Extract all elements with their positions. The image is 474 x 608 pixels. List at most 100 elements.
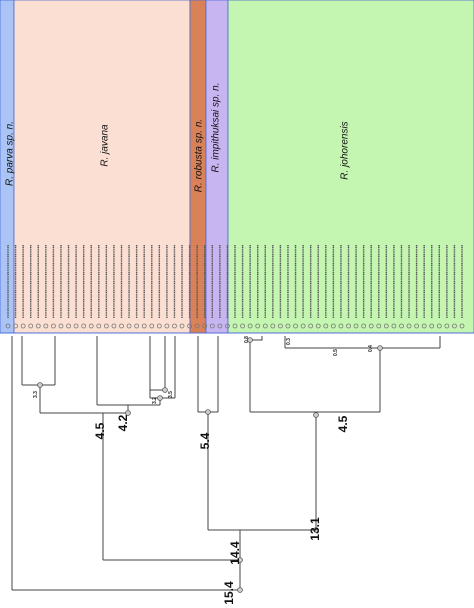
tip-marker <box>391 323 397 329</box>
tip-marker <box>217 323 223 329</box>
tip-marker <box>383 323 389 329</box>
tip-marker <box>330 323 336 329</box>
tip-marker <box>262 323 268 329</box>
tip-marker <box>187 323 193 329</box>
node-marker <box>37 382 43 388</box>
node-age-johorensis-crown: 4.5 <box>336 415 350 433</box>
tip-marker <box>209 323 215 329</box>
branch-javana-parva-link <box>103 530 241 561</box>
tip-marker <box>194 323 200 329</box>
tip-marker <box>111 323 117 329</box>
tip-marker <box>429 323 435 329</box>
node-marker <box>237 587 243 593</box>
branch-root <box>12 560 241 591</box>
clade-label-robusta: R. robusta sp. n. <box>193 118 205 193</box>
tip-marker <box>452 323 457 329</box>
node-marker <box>162 387 168 393</box>
tip-marker <box>172 323 177 329</box>
tip-marker <box>323 323 329 329</box>
clade-label-parva: R. parva sp. n. <box>4 120 16 187</box>
node-age-small: 0.3 <box>286 338 292 345</box>
tip-marker <box>293 323 298 329</box>
node-age-small: 0.5 <box>333 349 339 356</box>
node-marker <box>313 412 319 418</box>
tip-marker <box>338 323 344 329</box>
tip-marker <box>73 323 79 329</box>
node-marker <box>377 345 383 351</box>
tip-marker <box>35 323 41 329</box>
tip-marker <box>5 323 11 329</box>
tip-marker <box>119 323 124 329</box>
tip-marker <box>436 323 442 329</box>
node-age-small: 3.3 <box>33 391 39 398</box>
tip-marker <box>300 323 306 329</box>
tip-marker <box>28 323 34 329</box>
branch-johorensis-a-tip <box>250 336 263 341</box>
node-marker <box>247 337 253 343</box>
tip-marker <box>240 323 245 329</box>
tip-marker <box>202 323 208 329</box>
node-age-root: 15.4 <box>222 581 236 605</box>
tip-marker <box>88 323 94 329</box>
tip-marker <box>315 323 321 329</box>
branch-robusta-johorensis <box>208 415 317 531</box>
clade-label-impithuksai: R. impithuksai sp. n. <box>210 82 222 173</box>
tip-marker <box>459 323 465 329</box>
tip-marker <box>13 323 18 329</box>
tip-marker <box>308 323 314 329</box>
tip-marker <box>66 323 71 329</box>
tip-marker <box>368 323 374 329</box>
node-marker <box>157 395 163 401</box>
tip-marker <box>277 323 283 329</box>
node-age-javana-parva: 14.4 <box>228 541 242 565</box>
node-age-robusta-impithuksai: 5.4 <box>198 432 212 450</box>
tip-marker <box>51 323 56 329</box>
tip-marker <box>255 323 261 329</box>
tip-marker <box>179 323 185 329</box>
node-marker <box>313 527 319 533</box>
tip-marker <box>141 323 147 329</box>
clade-band-johorensis <box>227 0 474 334</box>
node-marker <box>125 410 131 416</box>
node-age-small: 3.5 <box>168 391 174 398</box>
node-age-small: 3.2 <box>152 397 158 404</box>
tip-marker <box>232 323 238 329</box>
tip-marker <box>406 323 412 329</box>
node-marker <box>205 409 211 415</box>
node-marker <box>237 557 243 563</box>
tip-marker <box>58 323 64 329</box>
tip-marker <box>164 323 170 329</box>
tip-marker <box>20 323 26 329</box>
tip-marker <box>444 323 450 329</box>
tip-marker <box>414 323 420 329</box>
branch-javana-b3 <box>150 336 166 391</box>
clade-label-javana: R. javana <box>99 124 111 167</box>
clade-label-johorensis: R. johorensis <box>339 121 351 180</box>
tip-marker <box>126 323 132 329</box>
tip-marker <box>103 323 109 329</box>
tip-marker <box>346 323 351 329</box>
tip-marker <box>247 323 253 329</box>
tip-marker <box>285 323 291 329</box>
tip-marker <box>399 323 404 329</box>
node-age-javana-inner: 4.2 <box>116 414 130 432</box>
tip-marker <box>149 323 155 329</box>
node-age-robusta-johorensis: 13.1 <box>308 517 322 541</box>
node-age-small: 0.8 <box>244 336 250 343</box>
tip-marker <box>421 323 427 329</box>
tip-marker <box>225 323 230 329</box>
tip-marker <box>353 323 359 329</box>
tip-marker <box>81 323 87 329</box>
tip-marker <box>361 323 367 329</box>
tip-marker <box>270 323 276 329</box>
tip-marker <box>96 323 102 329</box>
node-age-small: 0.4 <box>368 345 374 352</box>
clade-band-javana <box>13 0 191 334</box>
tip-marker <box>156 323 162 329</box>
tip-marker <box>134 323 140 329</box>
node-age-javana-crown: 4.5 <box>93 422 107 440</box>
tip-marker <box>376 323 382 329</box>
tip-marker <box>43 323 49 329</box>
